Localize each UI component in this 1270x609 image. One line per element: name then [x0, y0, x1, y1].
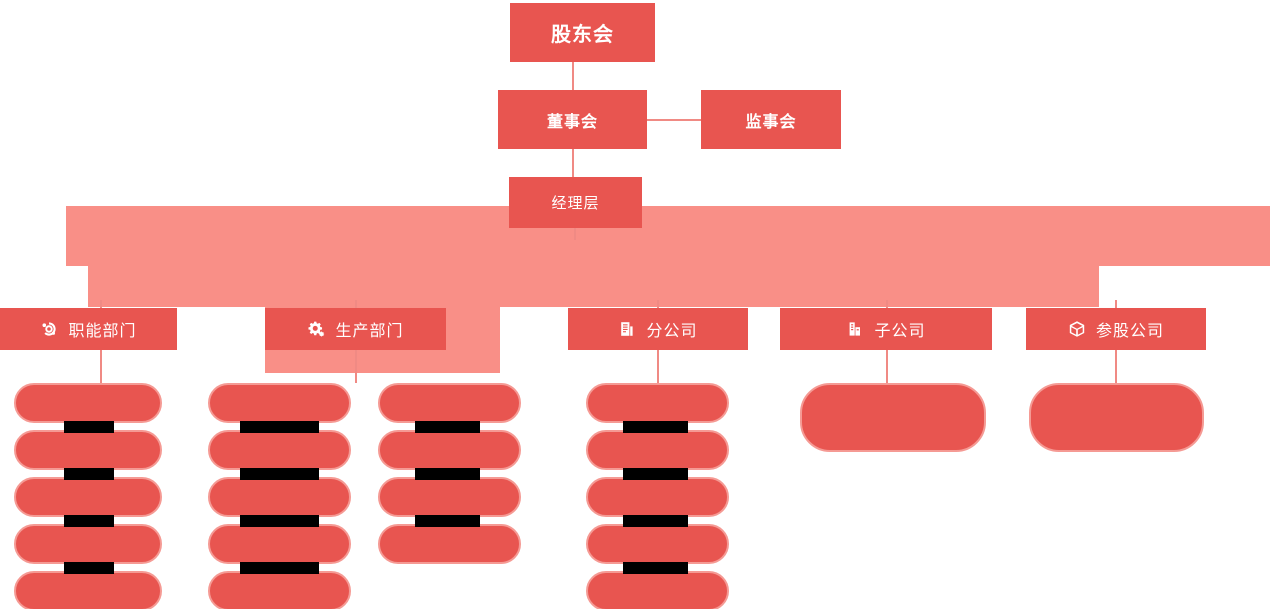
connector-board-to-manager	[572, 149, 574, 177]
node-management-layer[interactable]: 经理层	[509, 177, 642, 228]
redaction-bar	[415, 468, 480, 480]
dept-header-equity[interactable]: 参股公司	[1026, 308, 1206, 350]
node-label: 经理层	[551, 194, 600, 212]
connector-band-to-dept-3	[657, 300, 659, 308]
document-building-icon	[618, 320, 636, 338]
leaf-node[interactable]	[586, 477, 729, 517]
dept-header-label: 生产部门	[335, 321, 404, 340]
leaf-node[interactable]	[14, 477, 162, 517]
leaf-node[interactable]	[208, 430, 351, 470]
leaf-node[interactable]	[378, 430, 521, 470]
dept-header-production[interactable]: 生产部门	[265, 308, 446, 350]
connector-band-to-dept-5	[1115, 300, 1117, 308]
leaf-node[interactable]	[208, 383, 351, 423]
leaf-node[interactable]	[378, 524, 521, 564]
gears-icon	[307, 320, 325, 338]
leaf-node[interactable]	[1029, 383, 1204, 452]
node-shareholders-meeting[interactable]: 股东会	[510, 3, 655, 62]
connector-manager-to-band	[574, 228, 576, 240]
dept-header-functional[interactable]: 职能部门	[0, 308, 177, 350]
leaf-node[interactable]	[586, 571, 729, 609]
node-board-of-supervisors[interactable]: 监事会	[701, 90, 841, 149]
leaf-node[interactable]	[14, 524, 162, 564]
node-label: 监事会	[745, 111, 797, 131]
connector-dept-3-to-leaves	[657, 350, 659, 383]
dept-header-label: 职能部门	[68, 321, 137, 340]
leaf-node[interactable]	[208, 571, 351, 609]
redaction-bar	[623, 468, 688, 480]
leaf-node[interactable]	[378, 383, 521, 423]
connector-board-to-supervisors	[647, 119, 701, 121]
building-icon	[846, 320, 864, 338]
redaction-bar	[623, 562, 688, 574]
leaf-node[interactable]	[800, 383, 986, 452]
redaction-bar	[64, 468, 114, 480]
leaf-node[interactable]	[586, 430, 729, 470]
connector-dept-2-to-leaves	[355, 350, 357, 383]
dept-header-branch[interactable]: 分公司	[568, 308, 748, 350]
highlight-band-top	[66, 206, 1270, 266]
connector-shareholders-to-board	[572, 62, 574, 90]
leaf-node[interactable]	[586, 383, 729, 423]
leaf-node[interactable]	[378, 477, 521, 517]
highlight-band-middle	[88, 266, 1099, 307]
recycle-heart-icon	[40, 320, 58, 338]
dept-header-label: 分公司	[646, 321, 698, 340]
dept-header-subsidiary[interactable]: 子公司	[780, 308, 992, 350]
redaction-bar	[415, 421, 480, 433]
redaction-bar	[240, 562, 319, 574]
connector-band-to-dept-4	[886, 300, 888, 308]
redaction-bar	[415, 515, 480, 527]
redaction-bar	[64, 515, 114, 527]
redaction-bar	[240, 421, 319, 433]
redaction-bar	[240, 515, 319, 527]
node-label: 股东会	[551, 22, 614, 46]
redaction-bar	[623, 421, 688, 433]
node-label: 董事会	[546, 111, 598, 131]
dept-header-label: 子公司	[874, 321, 926, 340]
node-board-of-directors[interactable]: 董事会	[498, 90, 647, 149]
redaction-bar	[623, 515, 688, 527]
leaf-node[interactable]	[208, 524, 351, 564]
connector-band-to-dept-1	[100, 300, 102, 308]
dept-header-label: 参股公司	[1095, 321, 1164, 340]
leaf-node[interactable]	[586, 524, 729, 564]
leaf-node[interactable]	[208, 477, 351, 517]
leaf-node[interactable]	[14, 571, 162, 609]
redaction-bar	[64, 421, 114, 433]
redaction-bar	[64, 562, 114, 574]
cube-icon	[1068, 320, 1086, 338]
connector-dept-1-to-leaves	[100, 350, 102, 383]
connector-dept-5-to-leaves	[1115, 350, 1117, 383]
connector-band-to-dept-2	[355, 300, 357, 308]
connector-dept-4-to-leaves	[886, 350, 888, 383]
leaf-node[interactable]	[14, 383, 162, 423]
leaf-node[interactable]	[14, 430, 162, 470]
redaction-bar	[240, 468, 319, 480]
